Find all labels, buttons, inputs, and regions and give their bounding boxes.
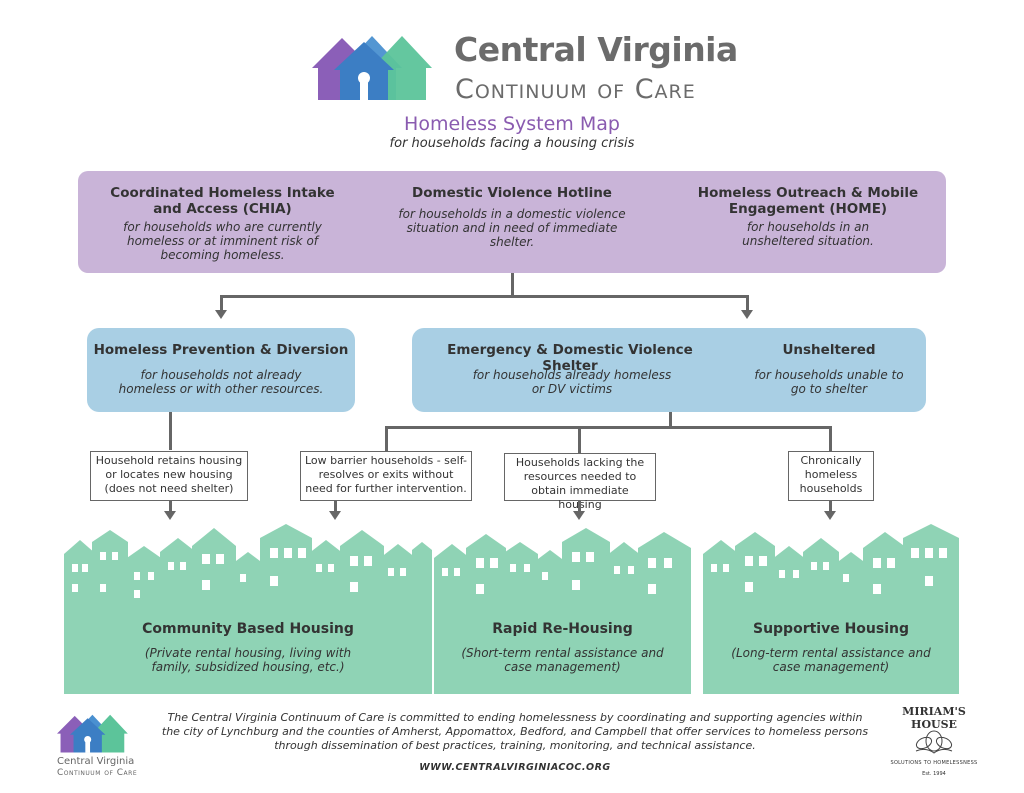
townhouse-skyline-icon: [434, 528, 691, 620]
footer-brand-subtitle: Continuum of Care: [57, 768, 138, 778]
brand-name: Central Virginia: [454, 30, 738, 69]
entry-dv-title: Domestic Violence Hotline: [412, 185, 612, 201]
connector-line: [829, 501, 832, 511]
brand-subtitle: Continuum of Care: [455, 74, 696, 105]
supportive-housing-title: Supportive Housing: [752, 621, 910, 637]
arrow-down-icon: [741, 310, 753, 319]
community-housing-panel: [64, 618, 432, 694]
coc-logo-icon: [312, 36, 432, 100]
connector-line: [578, 426, 581, 454]
prevention-diversion-box: Homeless Prevention & Diversion for hous…: [87, 328, 355, 412]
shelter-desc: for households already homeless or DV vi…: [472, 368, 672, 396]
connector-line: [385, 426, 832, 429]
connector-line: [385, 426, 388, 452]
connector-line: [511, 273, 514, 297]
arrow-down-icon: [329, 511, 341, 520]
footer-brand-name: Central Virginia: [57, 756, 135, 767]
prevention-desc: for households not already homeless or w…: [118, 368, 324, 396]
connector-line: [829, 426, 832, 452]
rapid-rehousing-desc: (Short-term rental assistance and case m…: [461, 646, 664, 674]
entry-dv-hotline: Domestic Violence Hotline for households…: [388, 185, 636, 249]
page-subtitle: for households facing a housing crisis: [389, 136, 635, 151]
entry-chia: Coordinated Homeless Intake and Access (…: [100, 185, 345, 262]
connector-line: [669, 412, 672, 428]
criteria-retains-housing: Household retains housing or locates new…: [90, 451, 248, 501]
entry-points-panel: [78, 171, 946, 273]
shelter-title: Emergency & Domestic Violence Shelter: [447, 342, 693, 374]
arrow-down-icon: [824, 511, 836, 520]
partner-logo-est: Est. 1994: [922, 771, 946, 777]
rapid-rehousing-title: Rapid Re-Housing: [492, 621, 633, 637]
entry-dv-desc: for households in a domestic violence si…: [398, 207, 626, 249]
community-housing-title: Community Based Housing: [142, 621, 354, 637]
arrow-down-icon: [573, 511, 585, 520]
rapid-rehousing-panel: [434, 618, 691, 694]
community-housing-desc: (Private rental housing, living with fam…: [144, 646, 352, 674]
prevention-title: Homeless Prevention & Diversion: [93, 342, 349, 358]
unsheltered-title: Unsheltered: [782, 342, 876, 358]
connector-line: [334, 501, 337, 511]
entry-chia-title: Coordinated Homeless Intake and Access (…: [110, 185, 335, 217]
magnolia-flower-icon: [915, 730, 953, 754]
criteria-low-barrier: Low barrier households - self-resolves o…: [300, 451, 472, 501]
supportive-housing-panel: [703, 618, 959, 694]
website-link[interactable]: WWW.CENTRALVIRGINIACOC.ORG: [419, 762, 611, 773]
entry-chia-desc: for households who are currently homeles…: [123, 220, 322, 262]
criteria-chronically-homeless: Chronically homeless households: [788, 451, 874, 501]
connector-line: [220, 295, 748, 298]
entry-home: Homeless Outreach & Mobile Engagement (H…: [690, 185, 926, 248]
connector-line: [169, 501, 172, 511]
coc-logo-small-icon: [57, 714, 128, 753]
connector-line: [746, 295, 749, 313]
townhouse-skyline-icon: [64, 524, 432, 620]
shelter-box: Emergency & Domestic Violence Shelter fo…: [412, 328, 926, 412]
townhouse-skyline-icon: [703, 524, 959, 620]
arrow-down-icon: [215, 310, 227, 319]
arrow-down-icon: [164, 511, 176, 520]
mission-statement: The Central Virginia Continuum of Care i…: [161, 711, 869, 752]
connector-line: [220, 295, 223, 313]
unsheltered-desc: for households unable to go to shelter: [754, 368, 904, 396]
page-title: Homeless System Map: [404, 113, 620, 135]
partner-logo-name: MIRIAM'S HOUSE: [902, 705, 966, 731]
connector-line: [578, 501, 581, 511]
supportive-housing-desc: (Long-term rental assistance and case ma…: [731, 646, 931, 674]
entry-home-title: Homeless Outreach & Mobile Engagement (H…: [697, 185, 919, 217]
entry-home-desc: for households in an unsheltered situati…: [742, 220, 874, 248]
partner-logo-tagline: SOLUTIONS TO HOMELESSNESS: [890, 760, 978, 766]
criteria-lacking-resources: Households lacking the resources needed …: [504, 453, 656, 511]
connector-line: [169, 412, 172, 450]
